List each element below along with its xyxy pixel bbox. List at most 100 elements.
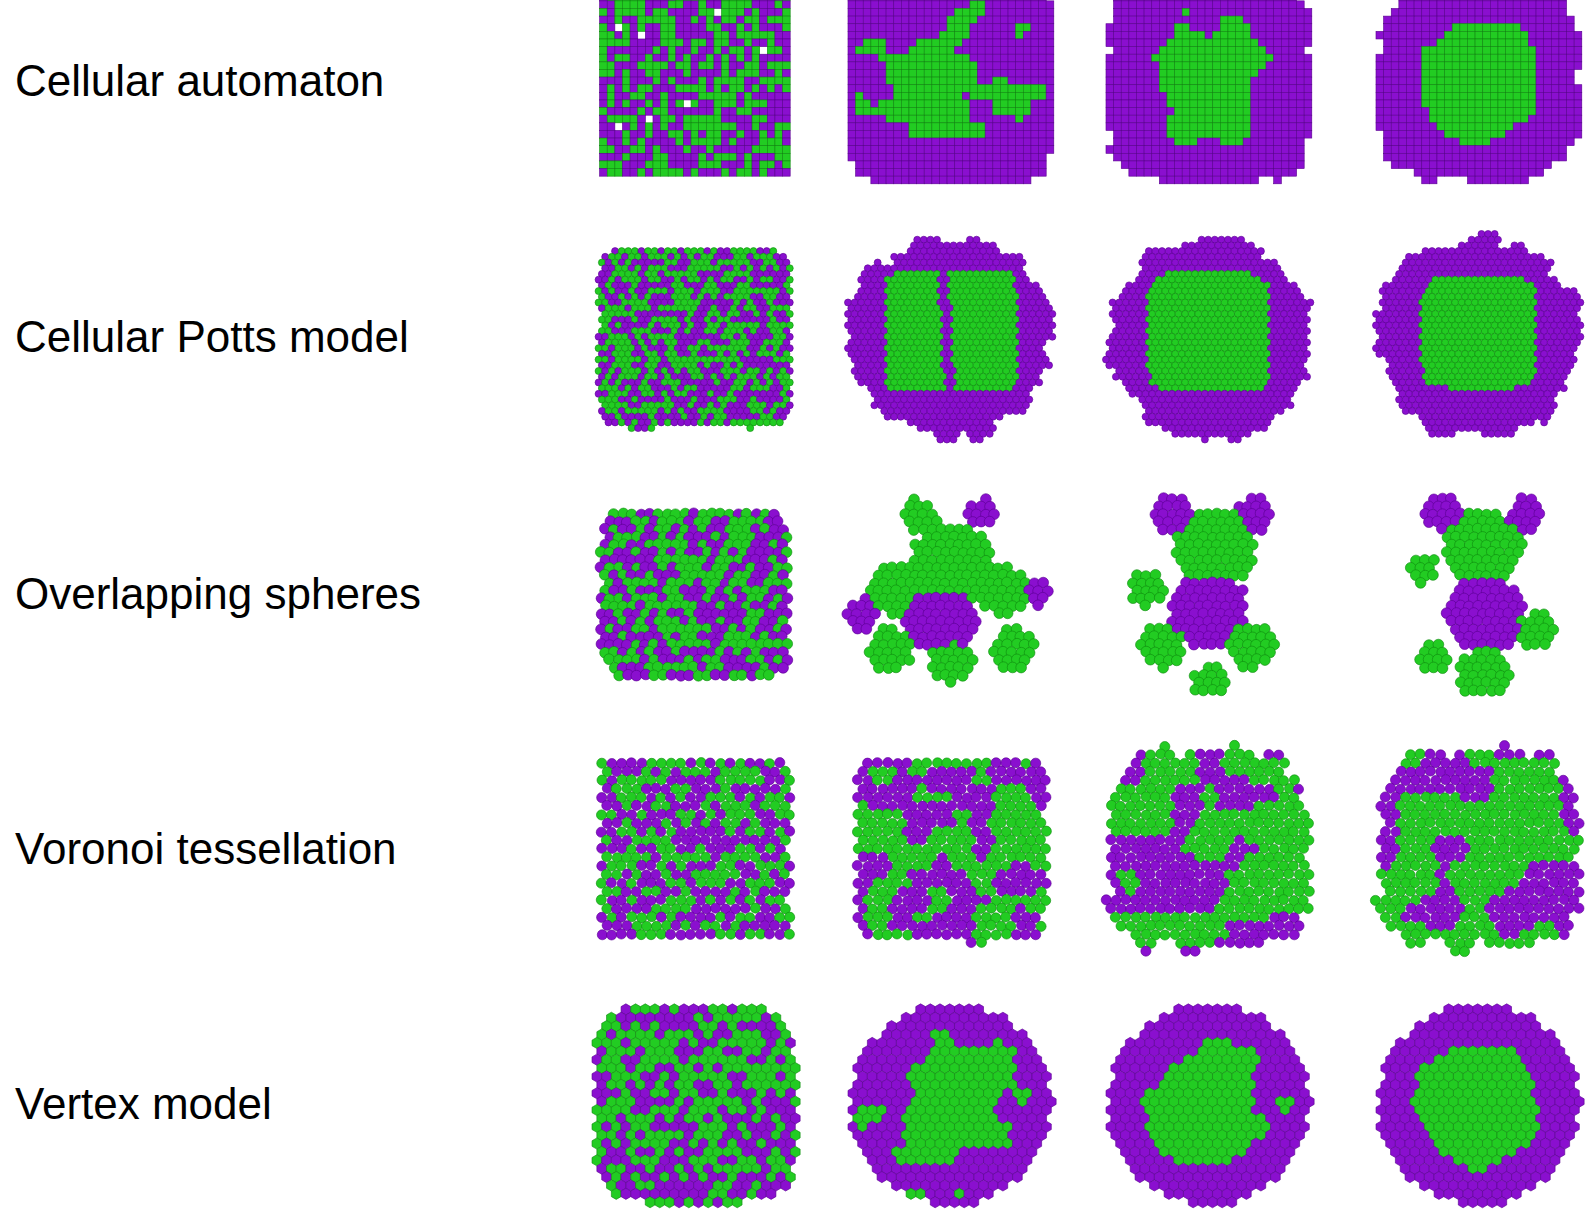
cell xyxy=(878,161,886,169)
cell xyxy=(939,8,947,16)
cell xyxy=(978,92,986,100)
cell xyxy=(1251,39,1259,47)
cell xyxy=(607,123,615,131)
cell xyxy=(729,85,737,93)
cell xyxy=(661,47,669,55)
cell xyxy=(993,169,1001,177)
cell xyxy=(886,31,894,39)
cell xyxy=(1467,1,1475,9)
cell xyxy=(1023,123,1031,131)
cell xyxy=(856,54,864,62)
cell xyxy=(1046,138,1054,146)
cell xyxy=(714,85,722,93)
cell xyxy=(1008,130,1016,138)
cell xyxy=(600,77,608,85)
cell xyxy=(909,108,917,116)
cell xyxy=(985,77,993,85)
cell xyxy=(878,146,886,154)
cell xyxy=(1289,77,1297,85)
cell xyxy=(1167,123,1175,131)
cell xyxy=(924,8,932,16)
cell xyxy=(1182,24,1190,32)
cell xyxy=(1016,138,1024,146)
cell xyxy=(1297,146,1305,154)
cell xyxy=(894,85,902,93)
cell xyxy=(978,169,986,177)
cell xyxy=(1190,153,1198,161)
cell xyxy=(1251,47,1259,55)
cell xyxy=(1274,31,1282,39)
cell xyxy=(722,8,730,16)
cell xyxy=(993,100,1001,108)
cell xyxy=(955,169,963,177)
cell xyxy=(901,24,909,32)
cell xyxy=(1281,54,1289,62)
cell xyxy=(1152,100,1160,108)
cell xyxy=(1213,54,1221,62)
cell xyxy=(894,31,902,39)
cell xyxy=(1281,1,1289,9)
cell xyxy=(1159,176,1167,184)
cell xyxy=(962,176,970,184)
cell xyxy=(1182,77,1190,85)
cell xyxy=(1228,100,1236,108)
cell xyxy=(1121,47,1129,55)
cell xyxy=(615,100,623,108)
cell xyxy=(878,115,886,123)
cell xyxy=(848,130,856,138)
cell xyxy=(894,69,902,77)
cell xyxy=(1039,77,1047,85)
cell xyxy=(699,108,707,116)
cell xyxy=(1297,31,1305,39)
cell xyxy=(1152,39,1160,47)
cell xyxy=(1567,16,1575,24)
cell xyxy=(1175,85,1183,93)
cell xyxy=(1031,62,1039,70)
cell xyxy=(783,77,791,85)
cell xyxy=(683,8,691,16)
cell xyxy=(1391,24,1399,32)
cell xyxy=(668,146,676,154)
cell xyxy=(970,100,978,108)
cell xyxy=(978,108,986,116)
cell xyxy=(775,153,783,161)
cell xyxy=(848,31,856,39)
cell xyxy=(1144,47,1152,55)
cell xyxy=(932,54,940,62)
cell xyxy=(1544,16,1552,24)
cell xyxy=(722,47,730,55)
cell xyxy=(1274,62,1282,70)
cell xyxy=(993,146,1001,154)
cell xyxy=(683,153,691,161)
cell xyxy=(767,161,775,169)
cell xyxy=(1243,16,1251,24)
cell xyxy=(871,108,879,116)
cell xyxy=(848,8,856,16)
cell xyxy=(1167,39,1175,47)
cell xyxy=(729,62,737,70)
cell xyxy=(1399,8,1407,16)
cell xyxy=(1266,108,1274,116)
cell xyxy=(871,77,879,85)
cell xyxy=(1114,108,1122,116)
cell xyxy=(1297,130,1305,138)
cell xyxy=(1182,1,1190,9)
cell xyxy=(993,69,1001,77)
cell xyxy=(661,85,669,93)
cell xyxy=(1445,1,1453,9)
cell xyxy=(1274,161,1282,169)
cell xyxy=(1506,8,1514,16)
cell xyxy=(848,100,856,108)
cell xyxy=(1000,54,1008,62)
cell xyxy=(1297,16,1305,24)
cell xyxy=(1197,24,1205,32)
cell xyxy=(1023,169,1031,177)
cell xyxy=(1281,153,1289,161)
cell xyxy=(1281,62,1289,70)
cell xyxy=(676,100,684,108)
cell xyxy=(1114,115,1122,123)
cell xyxy=(661,92,669,100)
cell xyxy=(901,16,909,24)
cell xyxy=(1220,130,1228,138)
cell xyxy=(1197,115,1205,123)
